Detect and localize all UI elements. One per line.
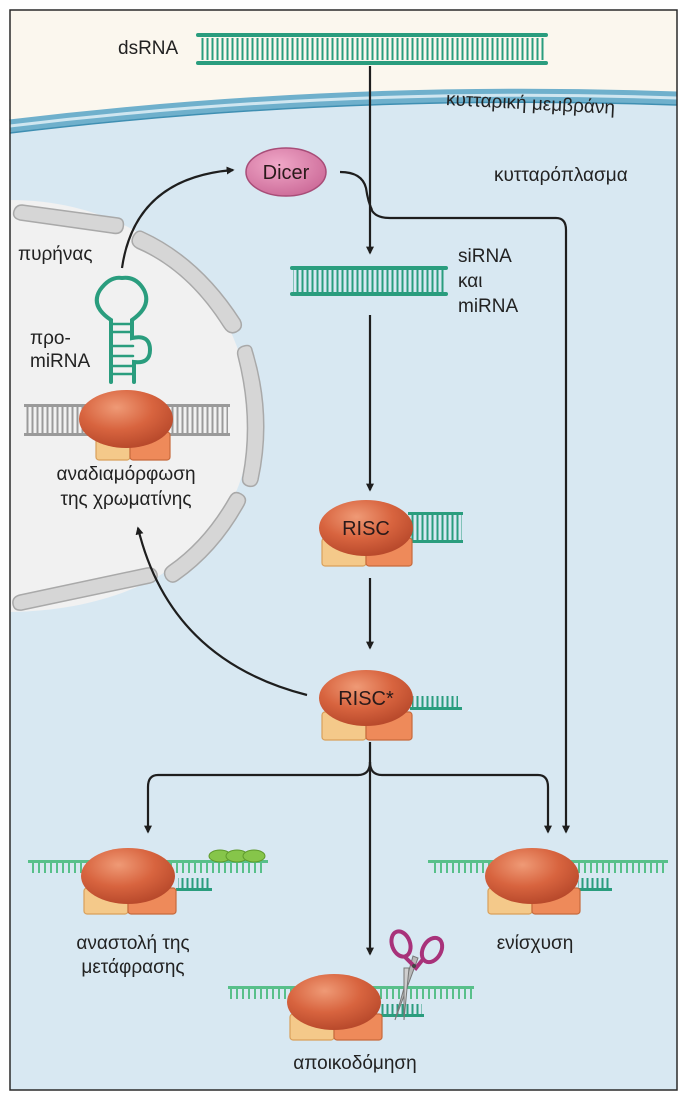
pre-mirna-label-line1: προ- — [30, 328, 71, 349]
arrow-premirna-to-dicer — [120, 166, 235, 269]
chromatin-complex — [24, 390, 230, 461]
dicer-label: Dicer — [263, 162, 310, 184]
inhibition-label-line1: αναστολή της — [76, 933, 190, 954]
dicer-enzyme — [245, 147, 327, 197]
pre-mirna-label-line2: miRNA — [30, 351, 91, 372]
arrow-risc-star-to-chromatin — [135, 526, 308, 697]
risc-complex — [319, 500, 463, 567]
nucleus-label: πυρήνας — [18, 244, 93, 265]
sirna-label-line3: miRNA — [458, 296, 519, 317]
chromatin-label-line2: της χρωματίνης — [60, 489, 192, 510]
chromatin-label-line1: αναδιαμόρφωση — [56, 464, 196, 485]
enhancement-complex — [428, 848, 668, 915]
enhancement-label: ενίσχυση — [496, 933, 574, 954]
risc-star-complex — [319, 670, 462, 741]
sirna-duplex — [290, 266, 448, 296]
risc-label: RISC — [342, 518, 390, 540]
arrow-dicer-to-main — [339, 170, 373, 211]
arrow-risc-star-to-enhancement — [368, 761, 552, 834]
degradation-label: αποικοδόμηση — [293, 1053, 417, 1074]
risc-star-label: RISC* — [338, 688, 394, 710]
pre-mirna-hairpin — [94, 275, 153, 384]
sirna-label-line1: siRNA — [458, 246, 512, 267]
nuclear-envelope — [12, 204, 265, 611]
arrow-risc-star-to-inhibition — [144, 761, 372, 834]
dsrna-label: dsRNA — [118, 38, 179, 59]
inhibition-complex — [28, 848, 268, 915]
degradation-complex — [228, 974, 474, 1041]
dsrna-molecule — [196, 33, 548, 65]
cytoplasm-label: κυτταρόπλασμα — [494, 165, 628, 186]
inhibition-label-line2: μετάφρασης — [81, 957, 185, 978]
sirna-label-line2: και — [458, 271, 483, 292]
arrow-dsrna-to-enhancement — [368, 204, 570, 834]
diagram-border — [9, 9, 678, 1091]
scissors-icon — [389, 929, 445, 1021]
